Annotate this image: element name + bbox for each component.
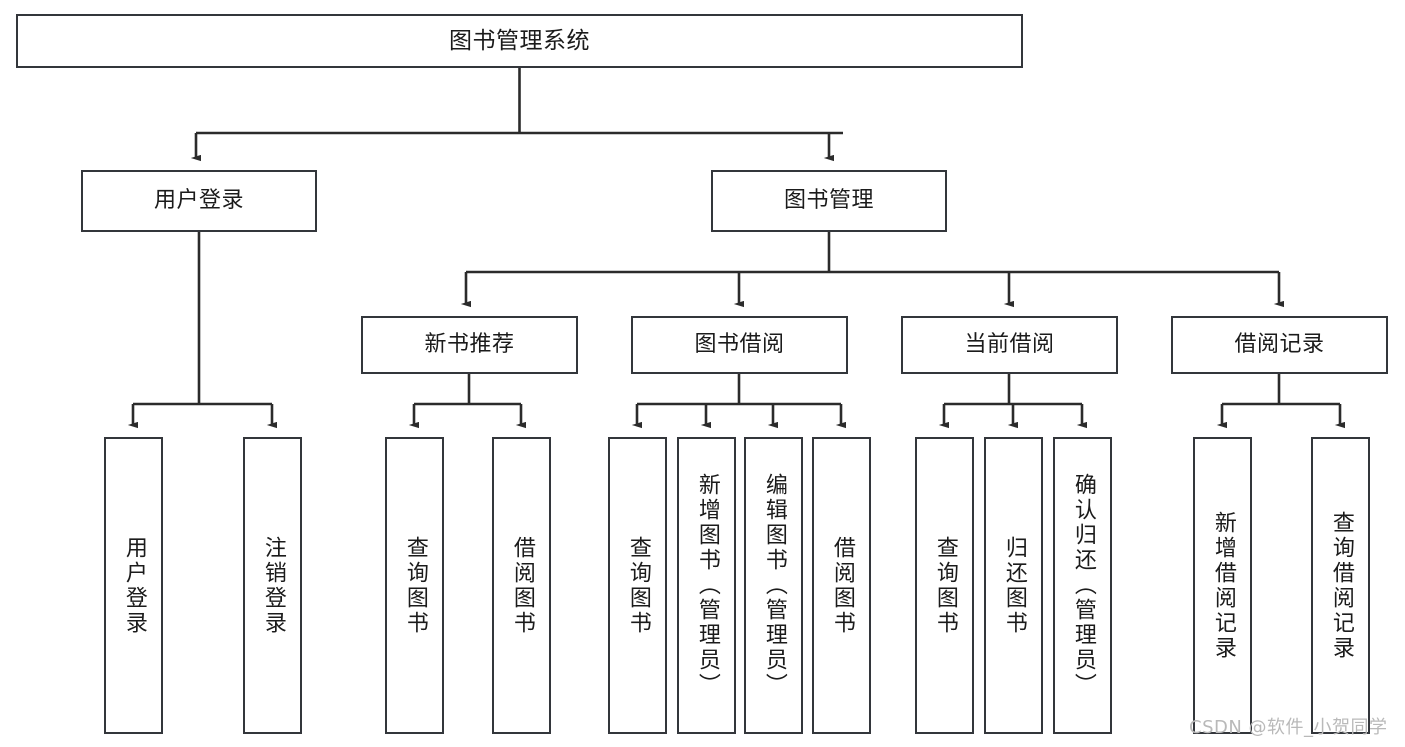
node-book-management[interactable]: 图书管理 [711, 170, 947, 232]
node-borrow-record[interactable]: 借阅记录 [1171, 316, 1388, 374]
leaf-new-book-borrow-book[interactable]: 借阅图书 [492, 437, 551, 734]
node-root-book-management-system[interactable]: 图书管理系统 [16, 14, 1023, 68]
leaf-new-book-borrow-book-label: 借阅图书 [509, 535, 535, 636]
leaf-borrow-record-add-record[interactable]: 新增借阅记录 [1193, 437, 1252, 734]
node-user-login-label: 用户登录 [153, 188, 244, 213]
node-new-book-recommend[interactable]: 新书推荐 [361, 316, 578, 374]
leaf-book-borrow-borrow-book-label: 借阅图书 [829, 535, 855, 636]
leaf-user-login-logout[interactable]: 注销登录 [243, 437, 302, 734]
leaf-current-borrow-confirm-return-admin[interactable]: 确认归还（管理员） [1053, 437, 1112, 734]
leaf-current-borrow-query-book-label: 查询图书 [932, 535, 958, 636]
leaf-book-borrow-add-book-admin-label: 新增图书（管理员） [694, 473, 720, 698]
leaf-current-borrow-confirm-return-admin-label: 确认归还（管理员） [1070, 473, 1096, 698]
leaf-current-borrow-return-book-label: 归还图书 [1001, 535, 1027, 636]
node-new-book-recommend-label: 新书推荐 [424, 332, 515, 357]
node-root-label: 图书管理系统 [449, 27, 590, 54]
leaf-user-login-logout-label: 注销登录 [260, 535, 286, 636]
leaf-book-borrow-edit-book-admin-label: 编辑图书（管理员） [761, 473, 787, 698]
leaf-book-borrow-borrow-book[interactable]: 借阅图书 [812, 437, 871, 734]
leaf-borrow-record-query-record[interactable]: 查询借阅记录 [1311, 437, 1370, 734]
node-borrow-record-label: 借阅记录 [1234, 332, 1325, 357]
leaf-user-login-login[interactable]: 用户登录 [104, 437, 163, 734]
leaf-book-borrow-query-book-label: 查询图书 [625, 535, 651, 636]
node-book-management-label: 图书管理 [783, 188, 874, 213]
leaf-borrow-record-query-record-label: 查询借阅记录 [1328, 510, 1354, 661]
leaf-current-borrow-return-book[interactable]: 归还图书 [984, 437, 1043, 734]
node-current-borrow-label: 当前借阅 [964, 332, 1055, 357]
leaf-book-borrow-query-book[interactable]: 查询图书 [608, 437, 667, 734]
node-book-borrow-label: 图书借阅 [694, 332, 785, 357]
leaf-user-login-login-label: 用户登录 [121, 535, 147, 636]
leaf-book-borrow-edit-book-admin[interactable]: 编辑图书（管理员） [744, 437, 803, 734]
node-current-borrow[interactable]: 当前借阅 [901, 316, 1118, 374]
leaf-borrow-record-add-record-label: 新增借阅记录 [1210, 510, 1236, 661]
node-user-login[interactable]: 用户登录 [81, 170, 317, 232]
node-book-borrow[interactable]: 图书借阅 [631, 316, 848, 374]
watermark-text: CSDN @软件_小贺同学 [1189, 717, 1388, 738]
leaf-new-book-query-book[interactable]: 查询图书 [385, 437, 444, 734]
leaf-book-borrow-add-book-admin[interactable]: 新增图书（管理员） [677, 437, 736, 734]
leaf-current-borrow-query-book[interactable]: 查询图书 [915, 437, 974, 734]
leaf-new-book-query-book-label: 查询图书 [402, 535, 428, 636]
